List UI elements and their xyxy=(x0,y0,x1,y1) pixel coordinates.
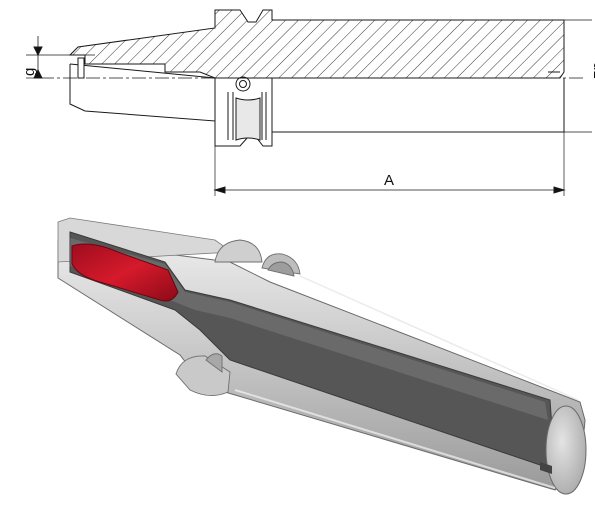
bore-inner-surface xyxy=(70,238,548,420)
bore-step xyxy=(84,55,166,72)
taper-lower-outline xyxy=(69,64,216,122)
drive-groove-detail xyxy=(227,76,267,141)
shank-end-face xyxy=(545,405,587,495)
tool-holder-3d-cutaway xyxy=(57,217,587,495)
technical-section-drawing xyxy=(26,9,592,196)
label-d1: d1 xyxy=(590,62,595,79)
label-A: A xyxy=(384,172,394,189)
dimension-g xyxy=(26,36,95,79)
hatched-section-area xyxy=(68,9,565,79)
dimension-d1 xyxy=(564,19,592,133)
flange-collar xyxy=(175,239,301,396)
collet-seat-highlight xyxy=(71,243,179,302)
label-g: g xyxy=(21,68,38,76)
dimension-A xyxy=(213,132,566,196)
